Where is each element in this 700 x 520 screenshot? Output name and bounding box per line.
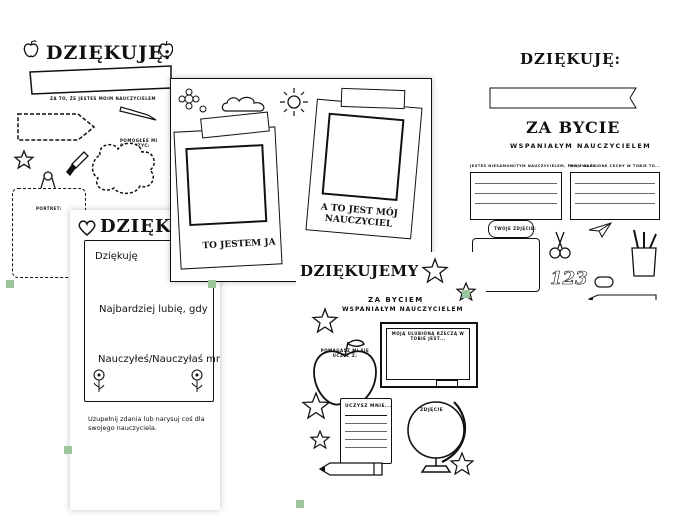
gift-tag-icon — [40, 171, 56, 189]
worksheet-dziekuje-top-left[interactable]: DZIĘKUJĘ: ZA TO, ŻE JESTEŚ MOIM NAUCZYCI… — [8, 30, 173, 280]
apple-icon — [158, 40, 173, 58]
pencil-arrow-tag — [17, 113, 96, 141]
notebook-label: UCZYSZ MNIE... — [345, 404, 392, 409]
heart-icon — [78, 220, 96, 236]
apple-icon — [23, 40, 39, 58]
board-label: MOJĄ ULUBIONĄ RZECZĄ W TOBIE JEST... — [391, 331, 465, 341]
flower-icon — [191, 369, 203, 392]
watermark-icon — [208, 280, 216, 288]
scissors-icon — [549, 231, 571, 259]
star-icon — [309, 429, 331, 450]
worksheet-za-bycie-right[interactable]: DZIĘKUJĘ: ZA BYCIE WSPANIAŁYM NAUCZYCIEL… — [458, 42, 690, 300]
sheet4-title2: ZA BYCIE — [526, 118, 621, 137]
sheet4-title: DZIĘKUJĘ: — [520, 50, 622, 68]
cloud-shape — [91, 142, 155, 195]
photo-tag-label: TWOJE ZDJĘCIE: — [494, 226, 537, 231]
apple-label: POMAGASZ MI SIĘ UCZYĆ Z: — [320, 348, 370, 358]
photo-area-left[interactable] — [185, 144, 268, 227]
worksheet-polaroid-center[interactable]: TO JESTEM JA A TO JEST MÓJ NAUCZYCIEL — [170, 78, 432, 282]
worksheet-dziekujemy-bottom[interactable]: DZIĘKUJEMY ZA BYCIEM WSPANIAŁYM NAUCZYCI… — [296, 252, 486, 502]
column2-label: MOJE ULUBIONE CECHY W TOBIE TO... — [570, 164, 661, 168]
star-icon — [13, 149, 35, 170]
notebook-frame[interactable]: UCZYSZ MNIE... — [340, 398, 392, 464]
watermark-icon — [296, 500, 304, 508]
star-icon — [421, 257, 449, 284]
sun-icon — [280, 88, 308, 116]
answer-box-1[interactable] — [470, 172, 562, 220]
line3-text: Nauczyłeś/Nauczyłaś mnie — [98, 354, 220, 365]
polaroid-frame-left: TO JESTEM JA — [173, 126, 283, 270]
portrait-label: PORTRET: — [36, 206, 62, 211]
numbers-doodle: 123 — [550, 268, 588, 290]
line2-text: Najbardziej lubię, gdy — [99, 304, 208, 315]
cloud-doodle-icon — [221, 96, 265, 112]
pencil-cup-icon — [631, 229, 657, 277]
pencil-icon — [318, 462, 383, 476]
line1-text: Dziękuję — [95, 251, 138, 262]
column1-label: JESTEŚ NIESAMOWITYM NAUCZYCIELEM, PONIEW… — [470, 164, 599, 168]
polaroid-frame-right: A TO JEST MÓJ NAUCZYCIEL — [305, 98, 423, 240]
answer-box-2[interactable] — [570, 172, 660, 220]
eraser-icon — [594, 276, 614, 288]
sheet4-subtitle: WSPANIAŁYM NAUCZYCIELEM — [510, 142, 652, 150]
paintbrush-icon — [66, 151, 89, 176]
caption-right: A TO JEST MÓJ NAUCZYCIEL — [320, 202, 399, 230]
sheet5-subtitle1: ZA BYCIEM — [368, 296, 424, 304]
paper-plane-icon — [588, 222, 613, 239]
globe-label: ZDJĘCIE — [420, 408, 444, 413]
sheet1-title: DZIĘKUJĘ: — [46, 42, 172, 64]
chalk-tray — [436, 380, 458, 387]
watermark-icon — [462, 290, 470, 298]
watermark-icon — [64, 446, 72, 454]
flower-doodle-icon — [178, 88, 207, 113]
star-icon — [449, 451, 475, 476]
star-icon — [301, 391, 331, 420]
star-icon — [311, 307, 339, 334]
ribbon-banner — [489, 87, 637, 109]
chalkboard-inner[interactable] — [386, 328, 470, 380]
ribbon-banner — [29, 65, 172, 95]
flower-icon — [93, 369, 105, 392]
chalkboard-frame: MOJĄ ULUBIONĄ RZECZĄ W TOBIE JEST... — [380, 322, 478, 388]
pencil-icon — [119, 106, 157, 121]
globe-icon — [407, 401, 467, 473]
sheet5-title: DZIĘKUJEMY — [300, 262, 419, 280]
caption-left: TO JESTEM JA — [202, 237, 276, 252]
tape-strip-right — [340, 87, 406, 110]
pencil-icon — [587, 294, 657, 300]
photo-tag: TWOJE ZDJĘCIE: — [488, 220, 537, 238]
sheet1-subtitle: ZA TO, ŻE JESTEŚ MOIM NAUCZYCIELEM — [50, 96, 157, 101]
watermark-icon — [6, 280, 14, 288]
instruction-text: Uzupełnij zdania lub narysuj coś dla swo… — [88, 415, 205, 432]
sheet5-subtitle2: WSPANIAŁYM NAUCZYCIELEM — [342, 306, 464, 313]
photo-area-right[interactable] — [321, 112, 405, 202]
